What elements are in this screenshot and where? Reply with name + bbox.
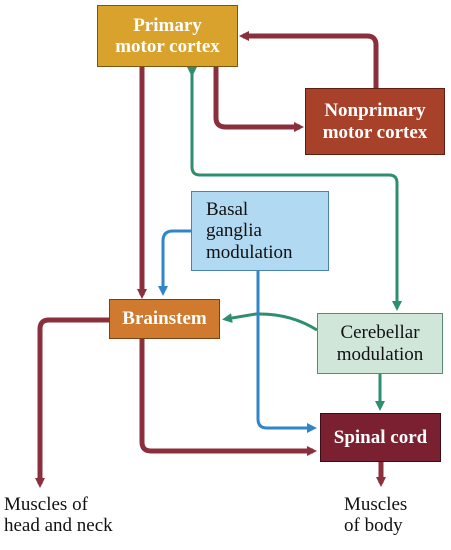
nonprimary-motor-cortex-box: Nonprimary motor cortex	[305, 88, 445, 155]
cerebellar-modulation-box: Cerebellar modulation	[317, 313, 443, 374]
muscles-head-neck-line2: head and neck	[4, 515, 113, 537]
brainstem-box: Brainstem	[109, 299, 220, 339]
arrow-basal-to-brainstem	[158, 229, 191, 296]
brainstem-label: Brainstem	[122, 308, 207, 330]
muscles-body-label: Muscles of body	[344, 494, 407, 537]
muscles-body-line2: of body	[344, 515, 403, 537]
primary-motor-cortex-label-line1: Primary	[133, 14, 202, 36]
basal-ganglia-modulation-box: Basal ganglia modulation	[191, 191, 329, 271]
arrow-brainstem-to-head-neck	[35, 317, 109, 488]
cerebellar-label-line1: Cerebellar	[340, 322, 420, 344]
muscles-head-neck-label: Muscles of head and neck	[4, 494, 113, 537]
primary-motor-cortex-box: Primary motor cortex	[97, 5, 238, 67]
arrow-cerebellar-to-brainstem	[222, 312, 318, 332]
spinal-cord-box: Spinal cord	[320, 413, 441, 462]
cerebellar-label-line2: modulation	[336, 343, 424, 365]
arrow-basal-to-spinal	[256, 271, 317, 433]
muscles-body-line1: Muscles	[344, 494, 408, 515]
arrow-brainstem-to-spinal	[139, 339, 317, 456]
basal-ganglia-label-line3: modulation	[206, 241, 293, 263]
arrow-primary-cerebellar-loop	[187, 67, 402, 311]
basal-ganglia-label-line2: ganglia	[206, 220, 262, 242]
muscles-head-neck-line1: Muscles of	[4, 494, 88, 515]
primary-motor-cortex-label-line2: motor cortex	[115, 36, 220, 57]
nonprimary-motor-cortex-label-line1: Nonprimary	[324, 100, 426, 122]
nonprimary-motor-cortex-label-line2: motor cortex	[322, 121, 428, 143]
basal-ganglia-label-line1: Basal	[206, 199, 249, 221]
arrow-nonprimary-to-primary	[239, 31, 379, 88]
arrow-primary-to-nonprimary	[213, 67, 304, 132]
spinal-cord-label: Spinal cord	[333, 426, 428, 448]
